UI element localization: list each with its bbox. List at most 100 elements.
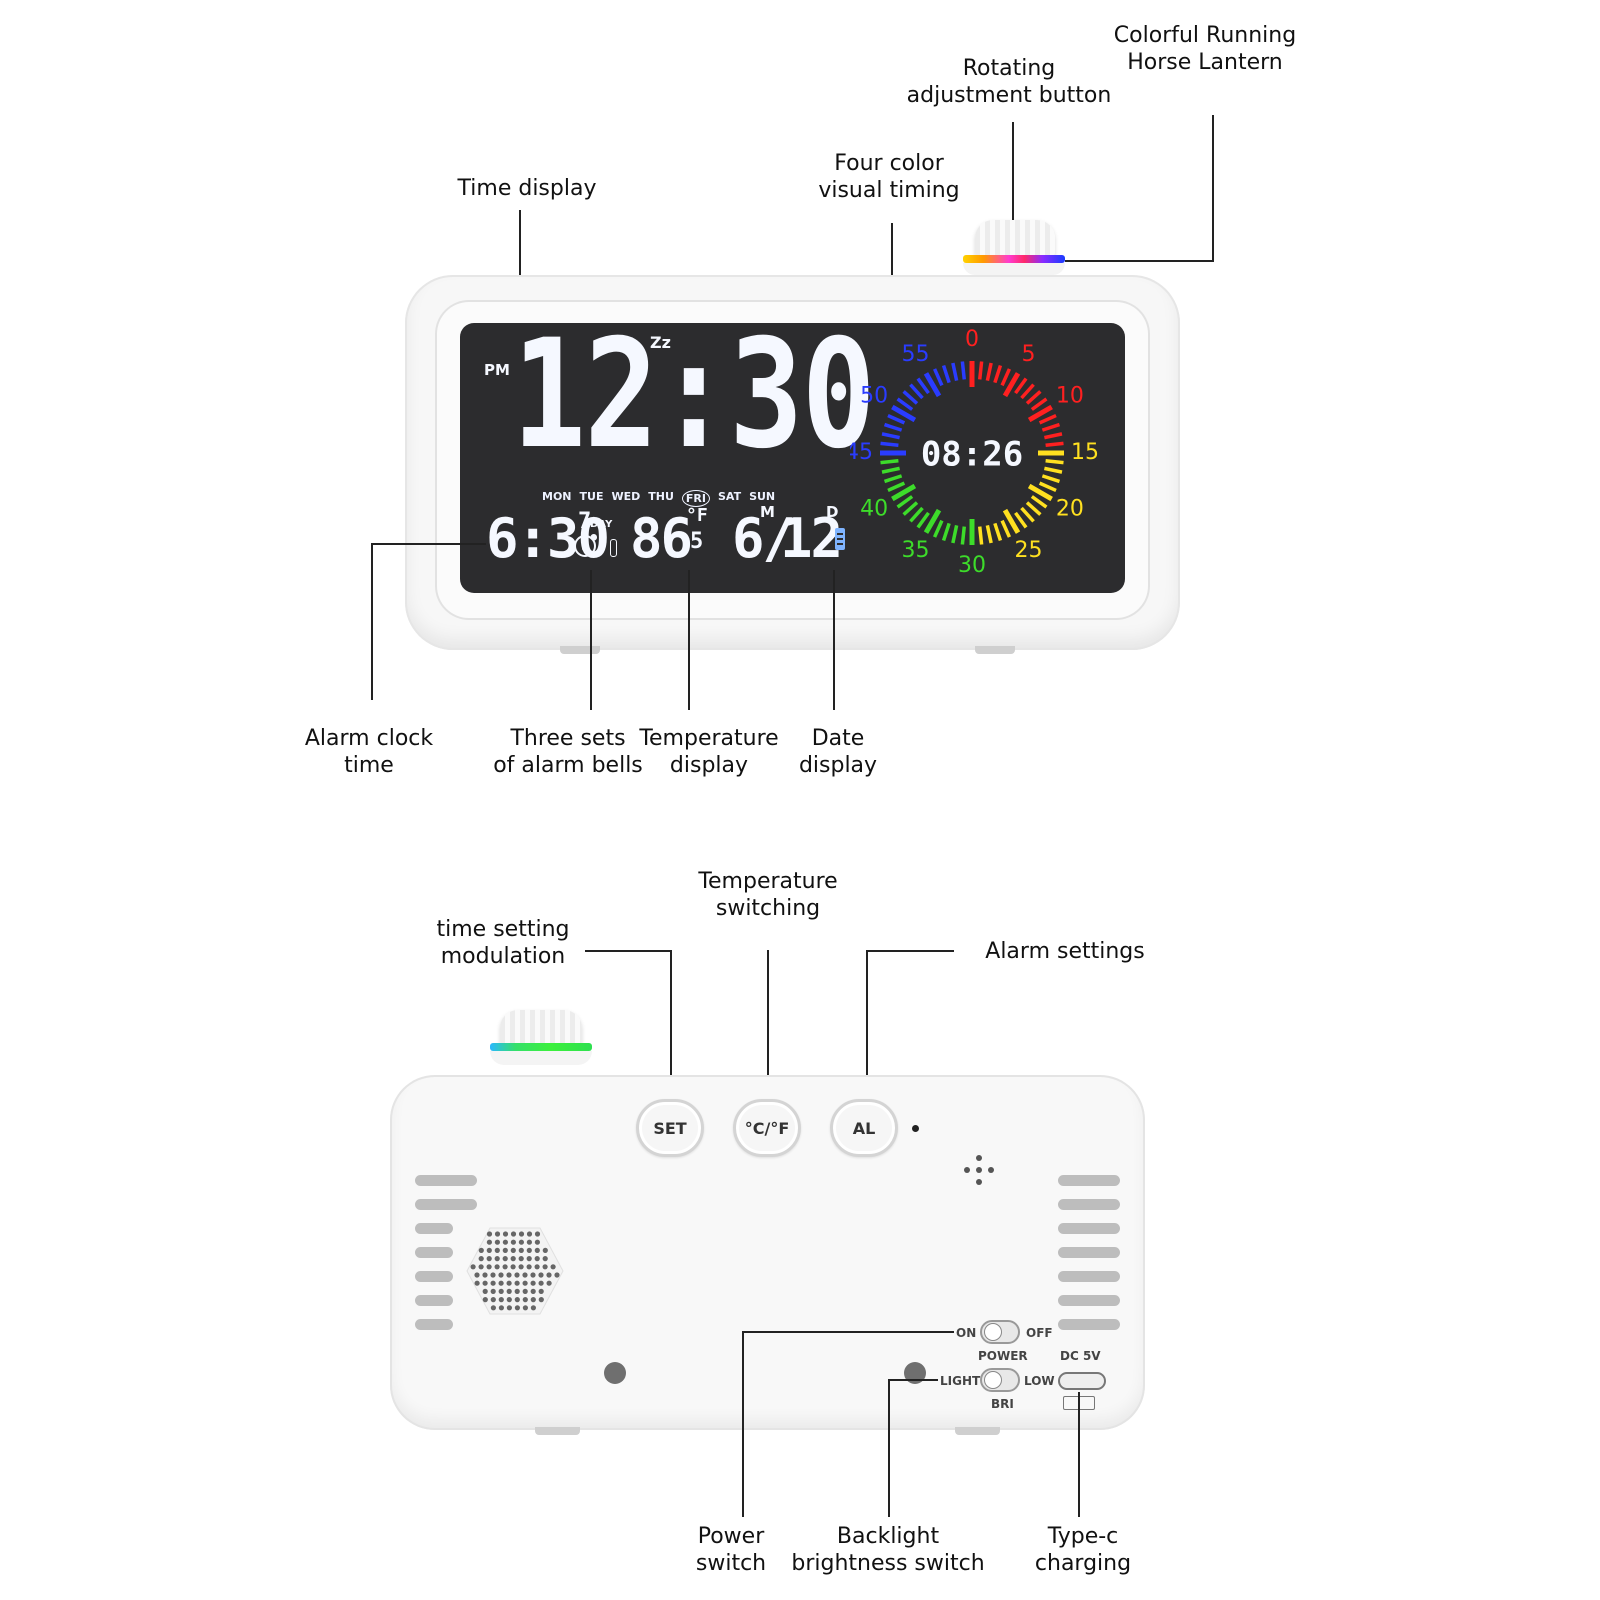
grille-hole [534,1256,540,1262]
dial-number: 40 [860,497,888,522]
alarm-bell-icon: 3 [574,535,596,557]
dial-tick [891,483,917,502]
usb-c-port[interactable] [1058,1372,1106,1390]
grille-hole [538,1280,544,1286]
grille-hole [550,1264,556,1270]
dial-tick [883,422,903,432]
grille-hole [470,1264,476,1270]
leader-line-lantern [1212,115,1214,262]
leader-line-power-h [742,1331,954,1333]
grille-hole [514,1305,520,1311]
vent-slot [415,1247,453,1258]
grille-hole [498,1305,504,1311]
grille-hole [514,1280,520,1286]
date-month: 6/ [732,507,795,570]
dial-number: 10 [1056,384,1084,409]
grille-hole [522,1288,528,1294]
dial-number: 55 [902,342,930,367]
set-button[interactable]: SET [636,1099,704,1157]
dial-tick [932,519,944,538]
grille-hole [478,1247,484,1253]
grille-hole [490,1288,496,1294]
grille-hole [530,1280,536,1286]
alarm-button[interactable]: AL [830,1099,898,1157]
lantern-ring [963,255,1065,263]
pm-indicator: PM [484,361,510,379]
grille-hole [482,1288,488,1294]
day-label: DAY [590,519,613,530]
power-switch[interactable] [980,1320,1020,1344]
grille-hole [526,1231,533,1237]
dial-tick [1025,390,1042,405]
screw-hole-right [904,1362,926,1384]
brightness-switch[interactable] [980,1368,1020,1392]
grille-hole [526,1264,532,1270]
grille-hole [530,1305,536,1311]
lantern-ring-back [490,1043,592,1051]
grille-hole [494,1239,500,1245]
weekday-sat: SAT [717,490,742,503]
grille-hole [522,1305,528,1311]
leader-line-typec [1078,1392,1080,1517]
leader-line-alarm [866,950,868,1112]
dial-tick [923,508,942,534]
grille-hole [514,1288,520,1294]
temperature-unit-button[interactable]: °C/°F [733,1099,801,1157]
rotating-knob[interactable] [975,220,1055,258]
dial-number: 45 [850,440,873,465]
lcd-screen: PM Zz 12:30 MON TUE WED THU FRI SAT SUN … [460,323,1125,593]
dial-ticks [880,361,1064,545]
vent-slot [1058,1319,1120,1330]
leader-line-temperature [688,570,690,710]
main-time: 12:30 [512,323,876,482]
leader-line-temp-switch [767,950,769,1112]
grille-hole [490,1305,496,1311]
weekday-thu: THU [648,490,674,503]
vent-slot [1058,1271,1120,1282]
dial-tick [896,397,914,411]
grille-hole [482,1297,488,1303]
leader-line-alarm-h [866,950,954,952]
grille-hole [526,1247,532,1253]
vent-slot [415,1223,453,1234]
dial-tick [896,495,914,509]
on-label: ON [956,1326,977,1340]
temperature-unit: °F [686,505,708,526]
grille-hole [526,1239,532,1245]
grille-hole [546,1280,552,1286]
grille-hole [518,1239,524,1245]
date-day: 12 [780,507,843,570]
grille-hole [538,1272,544,1278]
dial-tick [1038,413,1057,425]
grille-hole [518,1247,524,1253]
screw-hole-left [604,1362,626,1384]
dial-tick [960,526,967,545]
dial-tick [1014,511,1028,529]
dial-tick [923,372,942,398]
dial-tick [1014,377,1028,395]
rotating-knob-back[interactable] [500,1010,582,1046]
month-label: M [760,503,775,521]
dial-tick [932,368,944,387]
dial-tick [1002,508,1021,534]
dial-tick [951,525,959,544]
leader-line-set-h [585,950,672,952]
grille-hole [498,1280,504,1286]
grille-hole [490,1280,496,1286]
dial-tick [883,474,903,484]
knob-base-back [490,1051,592,1065]
dial-tick [1020,383,1035,400]
grille-hole [486,1264,492,1270]
grille-hole [506,1297,512,1303]
dial-tick [993,364,1003,384]
dial-tick [993,522,1003,542]
